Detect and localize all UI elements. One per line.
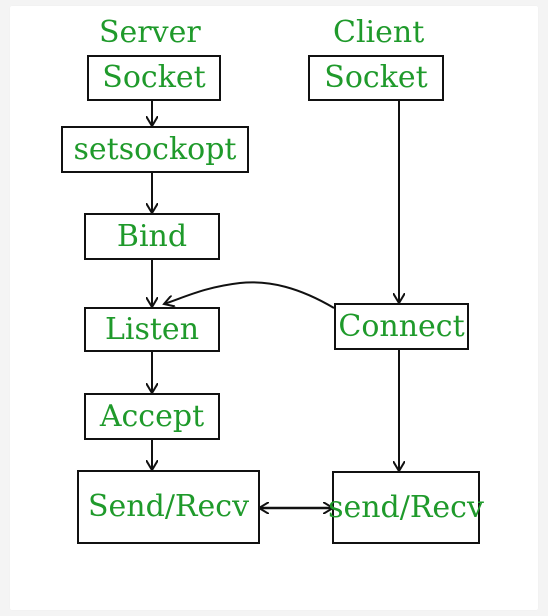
- server-send-recv-box: Send/Recv: [77, 470, 260, 544]
- client-connect-box: Connect: [334, 303, 469, 350]
- client-column-title: Client: [333, 15, 425, 50]
- server-socket-box: Socket: [87, 55, 221, 101]
- server-column-title: Server: [99, 15, 201, 50]
- client-socket-box: Socket: [308, 55, 444, 101]
- arrow-connect-to-listen: [164, 281, 335, 309]
- server-bind-box: Bind: [84, 213, 220, 260]
- server-accept-box: Accept: [84, 393, 220, 440]
- server-setsockopt-box: setsockopt: [61, 126, 249, 173]
- client-send-recv-box: send/Recv: [328, 471, 484, 544]
- server-listen-box: Listen: [84, 307, 220, 352]
